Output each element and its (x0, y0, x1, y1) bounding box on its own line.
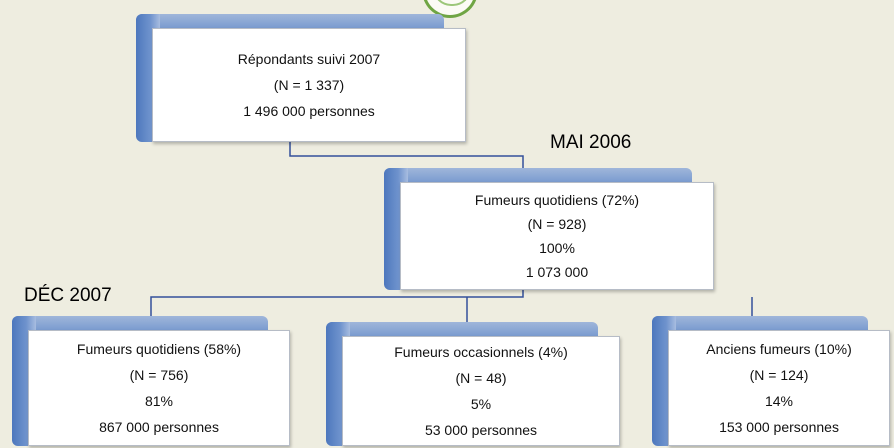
node-respondents-title: Répondants suivi 2007 (237, 51, 381, 67)
node-respondents-box: Répondants suivi 2007 (N = 1 337) 1 496 … (152, 28, 466, 142)
node-daily-smokers-2006-population: 1 073 000 (525, 264, 589, 280)
node-daily-smokers-2006-title: Fumeurs quotidiens (72%) (474, 192, 640, 208)
node-occasional-smokers-population: 53 000 personnes (424, 422, 538, 438)
node-former-smokers-percent: 14% (764, 393, 794, 409)
connector-middle-to-children (150, 290, 753, 322)
node-occasional-smokers-box: Fumeurs occasionnels (4%) (N = 48) 5% 53… (342, 336, 620, 446)
node-occasional-smokers-percent: 5% (470, 396, 492, 412)
node-daily-smokers-2007-box: Fumeurs quotidiens (58%) (N = 756) 81% 8… (28, 330, 290, 446)
node-former-smokers-n: (N = 124) (749, 367, 809, 383)
node-former-smokers-population: 153 000 personnes (719, 419, 839, 435)
label-mai-2006: MAI 2006 (550, 132, 632, 153)
node-daily-smokers-2007-n: (N = 756) (129, 367, 189, 383)
node-respondents: Répondants suivi 2007 (N = 1 337) 1 496 … (136, 14, 466, 142)
label-dec-2007: DÉC 2007 (24, 285, 112, 306)
node-occasional-smokers: Fumeurs occasionnels (4%) (N = 48) 5% 53… (326, 322, 620, 446)
node-occasional-smokers-title: Fumeurs occasionnels (4%) (394, 344, 568, 360)
node-daily-smokers-2007-title: Fumeurs quotidiens (58%) (76, 341, 242, 357)
node-daily-smokers-2006-box: Fumeurs quotidiens (72%) (N = 928) 100% … (400, 182, 714, 290)
node-former-smokers: Anciens fumeurs (10%) (N = 124) 14% 153 … (652, 316, 890, 446)
node-respondents-n: (N = 1 337) (273, 77, 345, 93)
node-former-smokers-box: Anciens fumeurs (10%) (N = 124) 14% 153 … (668, 330, 890, 446)
node-respondents-population: 1 496 000 personnes (243, 103, 375, 119)
node-daily-smokers-2007-population: 867 000 personnes (99, 419, 219, 435)
node-former-smokers-title: Anciens fumeurs (10%) (706, 341, 852, 357)
node-daily-smokers-2006-n: (N = 928) (527, 216, 587, 232)
connector-top-to-middle (289, 142, 524, 168)
node-daily-smokers-2006-percent: 100% (539, 240, 575, 256)
node-daily-smokers-2007: Fumeurs quotidiens (58%) (N = 756) 81% 8… (12, 316, 290, 446)
node-daily-smokers-2007-percent: 81% (144, 393, 174, 409)
node-occasional-smokers-n: (N = 48) (455, 370, 507, 386)
node-daily-smokers-2006: Fumeurs quotidiens (72%) (N = 928) 100% … (384, 168, 714, 290)
